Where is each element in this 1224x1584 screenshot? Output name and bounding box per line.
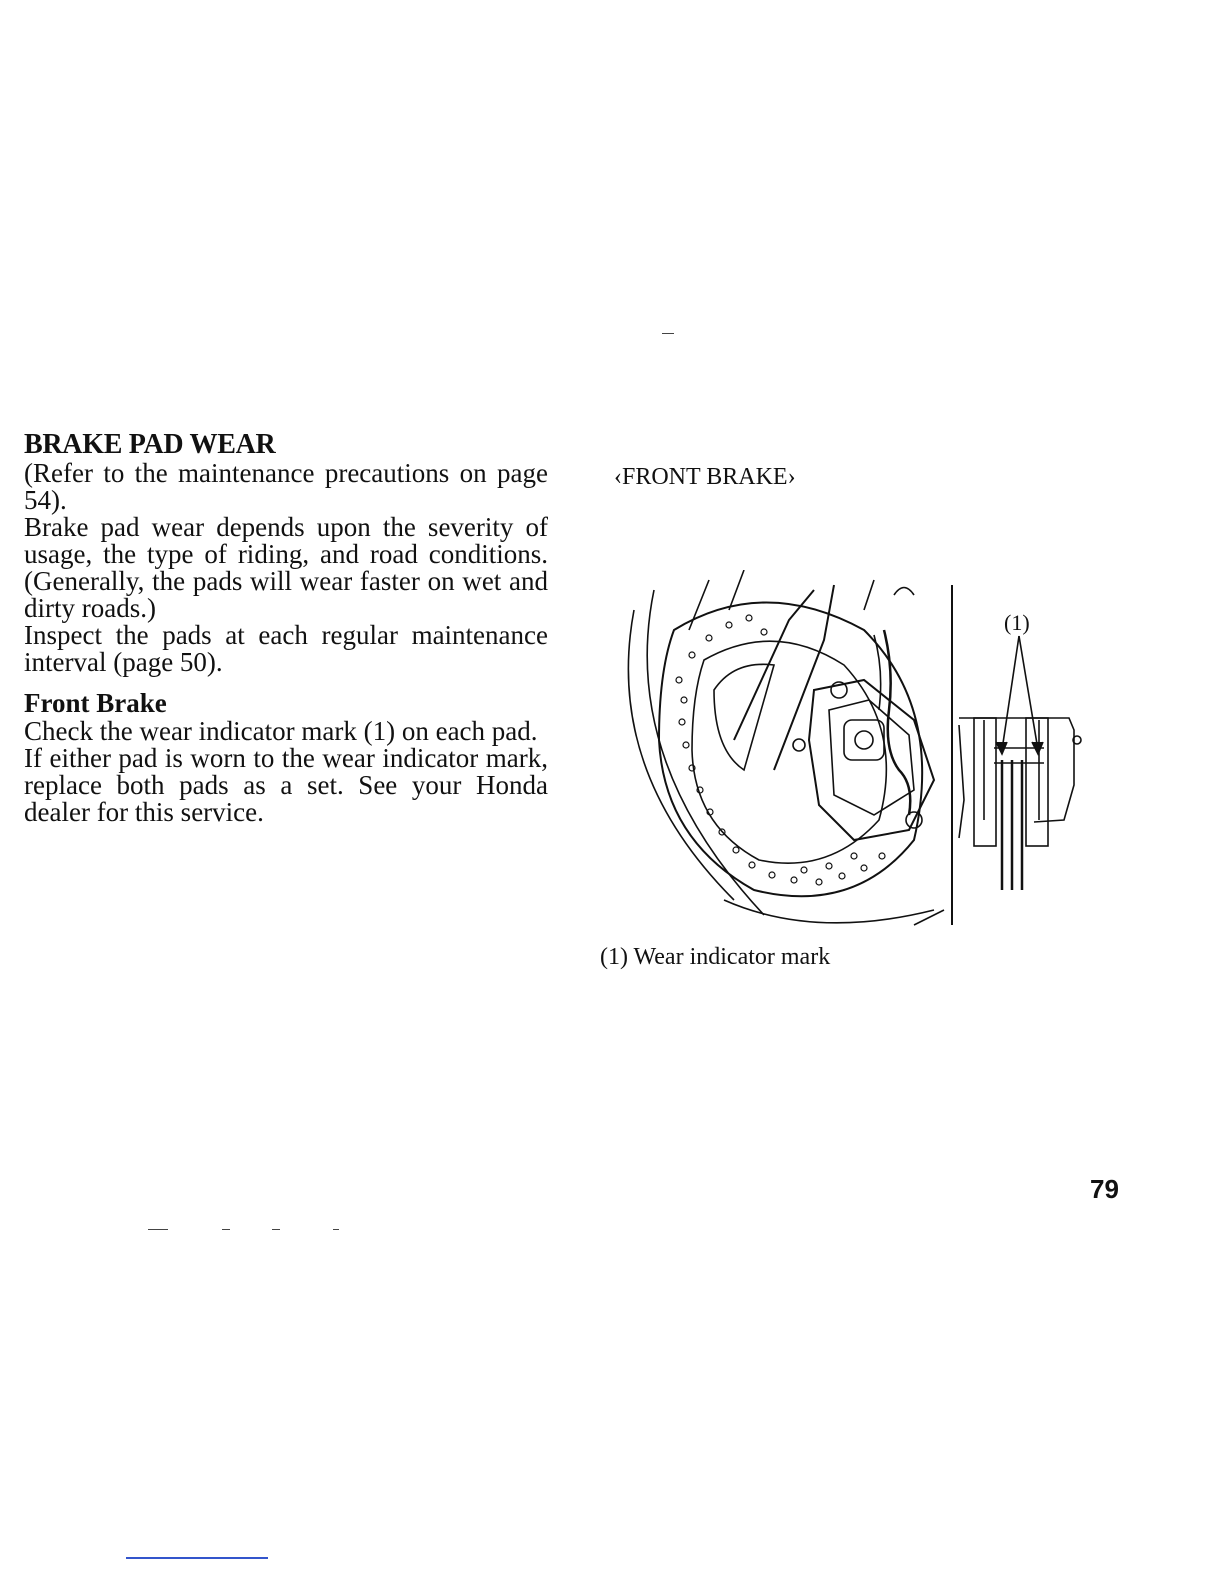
scan-artifact xyxy=(333,1229,339,1230)
page-number: 79 xyxy=(1090,1174,1119,1204)
paragraph-refer: (Refer to the maintenance precautions on… xyxy=(24,458,548,515)
paragraph-inspect: Inspect the pads at each regular mainten… xyxy=(24,620,548,677)
text-column: BRAKE PAD WEAR (Refer to the maintenance… xyxy=(24,430,548,826)
scan-artifact xyxy=(148,1229,168,1230)
front-brake-heading: Front Brake xyxy=(24,688,167,718)
paragraph-replace-pads: If either pad is worn to the wear indica… xyxy=(24,743,548,827)
callout-label: (1) xyxy=(1004,610,1030,635)
front-brake-illustration: (1) xyxy=(614,569,1104,940)
scan-edge-line xyxy=(126,1557,268,1559)
scan-artifact xyxy=(222,1229,230,1230)
scan-artifact xyxy=(662,333,674,334)
figure-legend: (1) Wear indicator mark xyxy=(600,944,831,970)
figure-title: ‹FRONT BRAKE› xyxy=(614,464,796,490)
section-heading: BRAKE PAD WEAR xyxy=(24,429,276,460)
brake-caliper-drawing: (1) xyxy=(627,569,1082,926)
paragraph-check-indicator: Check the wear indicator mark (1) on eac… xyxy=(24,716,538,746)
paragraph-wear-depends: Brake pad wear depends upon the severity… xyxy=(24,512,548,623)
scan-artifact xyxy=(272,1229,280,1230)
